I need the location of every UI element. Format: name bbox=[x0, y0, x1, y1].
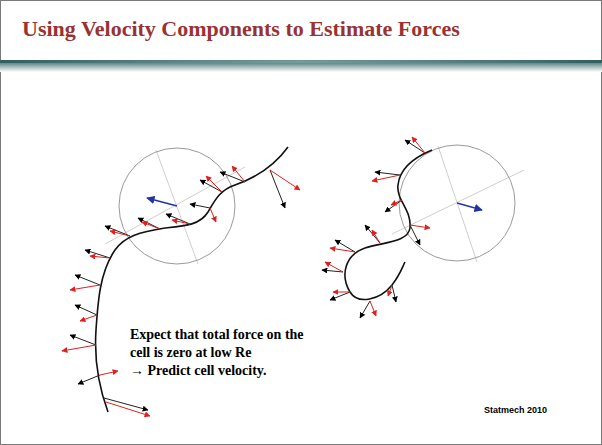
header-rule bbox=[0, 60, 602, 63]
slide-title: Using Velocity Components to Estimate Fo… bbox=[22, 16, 460, 42]
footer-text: Statmech 2010 bbox=[484, 405, 547, 415]
right-figure bbox=[322, 137, 524, 318]
header-band bbox=[0, 60, 602, 72]
note-text: → Predict cell velocity. bbox=[130, 362, 320, 380]
note-text: Expect that total force on the cell is z… bbox=[130, 326, 315, 361]
